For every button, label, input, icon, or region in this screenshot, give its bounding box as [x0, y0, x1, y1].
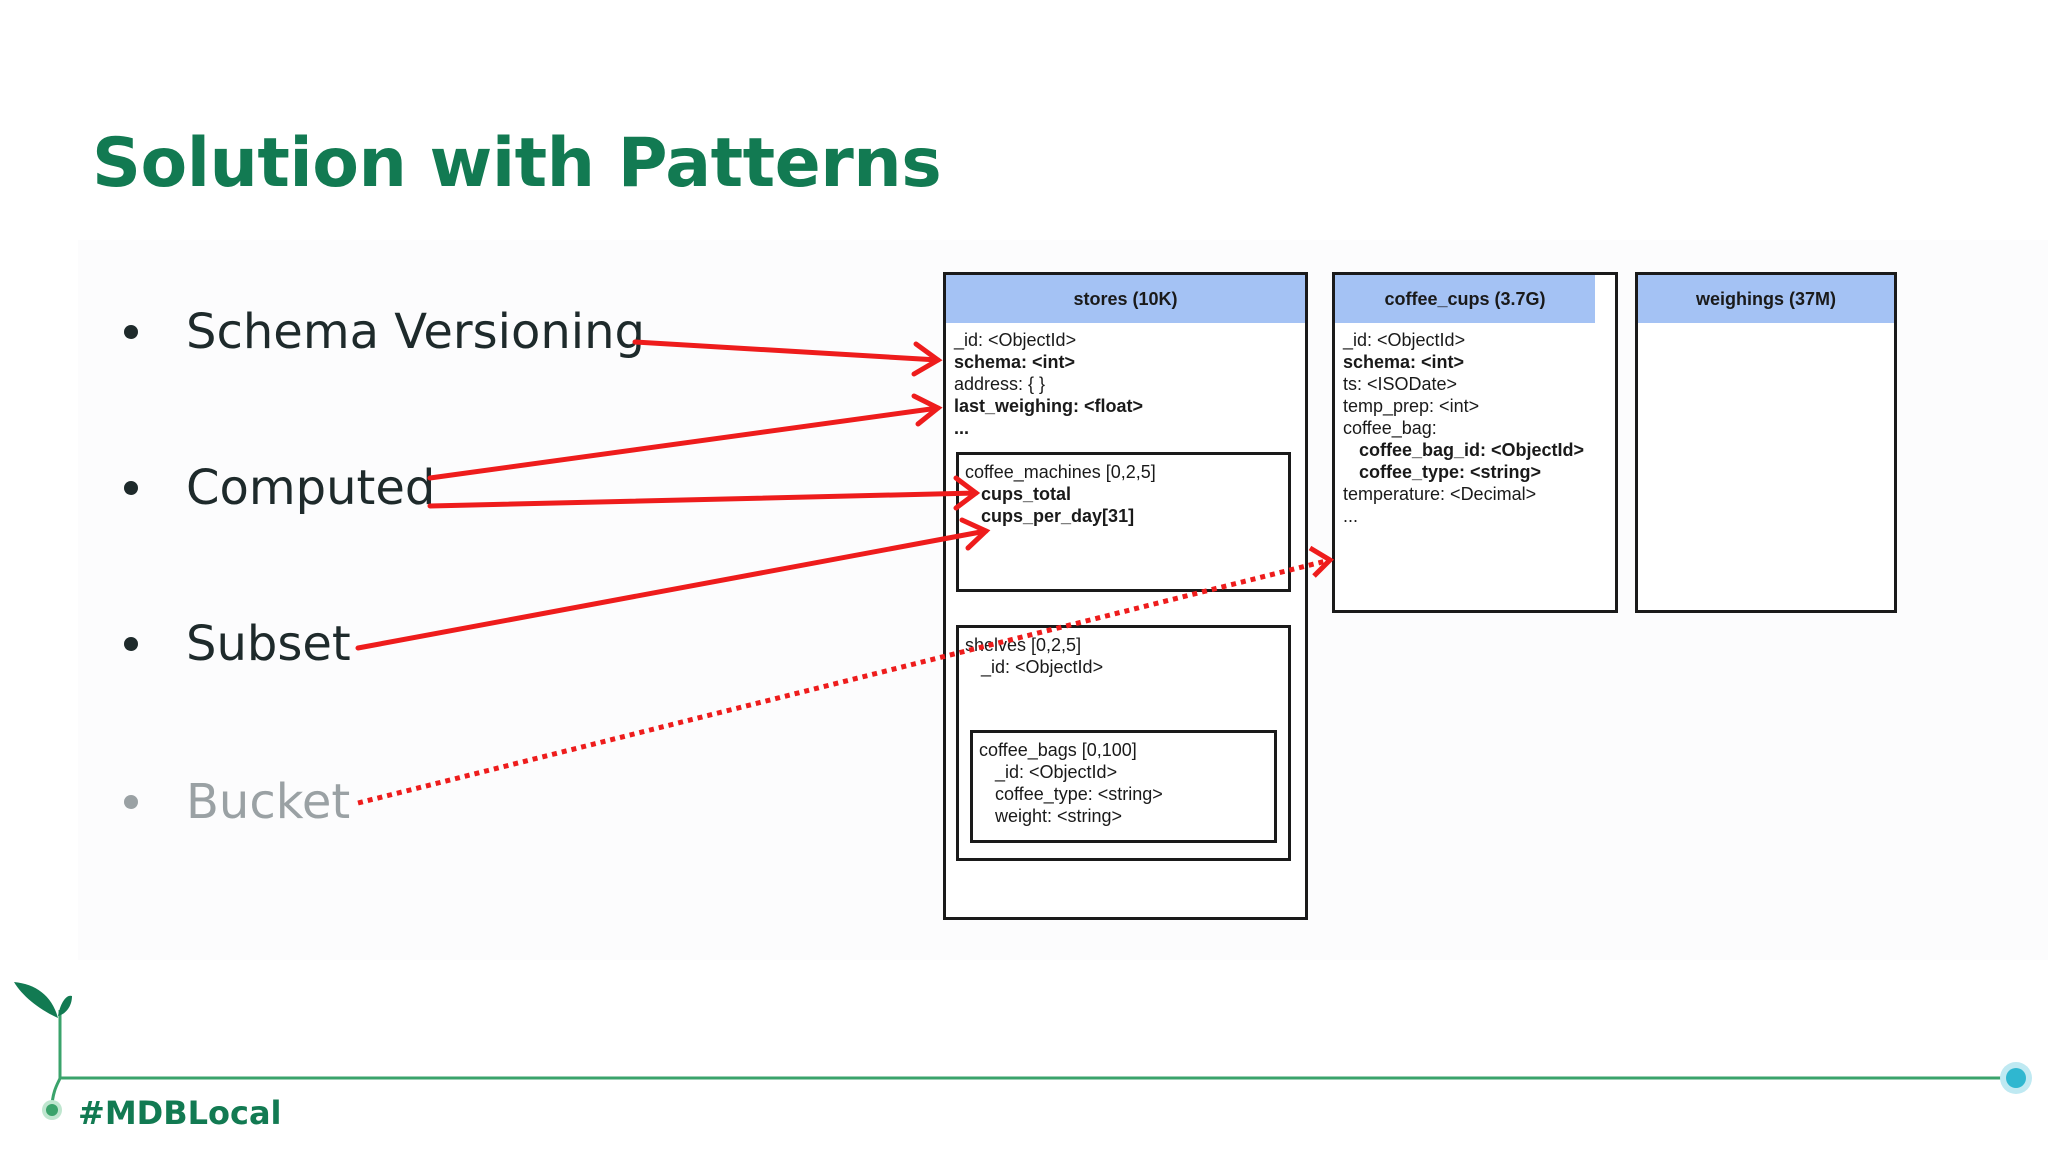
weighings-collection: weighings (37M) [1635, 272, 1897, 613]
shelves-title: shelves [0,2,5] [965, 635, 1082, 655]
stores-collection: stores (10K) _id: <ObjectId> schema: <in… [943, 272, 1308, 920]
coffee-cups-fields: _id: <ObjectId> schema: <int> ts: <ISODa… [1343, 329, 1584, 527]
field-ts: ts: <ISODate> [1343, 374, 1458, 394]
bullet-label: Subset [186, 616, 351, 672]
weighings-header: weighings (37M) [1638, 275, 1894, 323]
field-shelves-id: _id: <ObjectId> [981, 657, 1104, 677]
bullet-label: Bucket [186, 774, 351, 830]
field-coffee-type: coffee_type: <string> [995, 784, 1163, 804]
field-ellipsis: ... [1343, 506, 1359, 526]
bullet-dot [124, 637, 138, 651]
bullet-label: Computed [186, 460, 436, 516]
field-ellipsis: ... [954, 418, 970, 438]
bullet-computed: Computed [124, 460, 435, 516]
field-temperature: temperature: <Decimal> [1343, 484, 1537, 504]
bullet-subset: Subset [124, 616, 351, 672]
bullet-dot [124, 325, 138, 339]
field-schema: schema: <int> [954, 352, 1076, 372]
bullet-label: Schema Versioning [186, 304, 645, 360]
field-temp-prep: temp_prep: <int> [1343, 396, 1480, 416]
stores-fields: _id: <ObjectId> schema: <int> address: {… [954, 329, 1143, 439]
hashtag-label: #MDBLocal [78, 1094, 282, 1132]
coffee-bags-box: coffee_bags [0,100] _id: <ObjectId> coff… [970, 730, 1277, 843]
bullet-dot [124, 481, 138, 495]
coffee-cups-header: coffee_cups (3.7G) [1335, 275, 1595, 323]
field-coffee-bag: coffee_bag: [1343, 418, 1437, 438]
field-id: _id: <ObjectId> [1343, 330, 1466, 350]
field-schema: schema: <int> [1343, 352, 1465, 372]
bullet-bucket: Bucket [124, 774, 350, 830]
stores-header: stores (10K) [946, 275, 1305, 323]
coffee-bags-fields: coffee_bags [0,100] _id: <ObjectId> coff… [979, 739, 1163, 827]
slide-title: Solution with Patterns [92, 124, 942, 203]
field-coffee-bag-id: coffee_bag_id: <ObjectId> [1359, 440, 1585, 460]
shelves-box: shelves [0,2,5] _id: <ObjectId> coffee_b… [956, 625, 1291, 861]
coffee-cups-collection: coffee_cups (3.7G) _id: <ObjectId> schem… [1332, 272, 1618, 613]
field-last-weighing: last_weighing: <float> [954, 396, 1144, 416]
coffee-machines-box: coffee_machines [0,2,5] cups_total cups_… [956, 452, 1291, 592]
field-coffee-bags-id: _id: <ObjectId> [995, 762, 1118, 782]
field-cups-per-day: cups_per_day[31] [981, 506, 1135, 526]
shelves-fields: shelves [0,2,5] _id: <ObjectId> [965, 634, 1103, 678]
field-cups-total: cups_total [981, 484, 1072, 504]
field-id: _id: <ObjectId> [954, 330, 1077, 350]
bullet-schema-versioning: Schema Versioning [124, 304, 645, 360]
bullet-dot [124, 795, 138, 809]
field-coffee-type: coffee_type: <string> [1359, 462, 1542, 482]
coffee-machines-title: coffee_machines [0,2,5] [965, 462, 1156, 482]
coffee-machines-fields: coffee_machines [0,2,5] cups_total cups_… [965, 461, 1156, 527]
field-weight: weight: <string> [995, 806, 1123, 826]
field-address: address: { } [954, 374, 1046, 394]
coffee-bags-title: coffee_bags [0,100] [979, 740, 1137, 760]
